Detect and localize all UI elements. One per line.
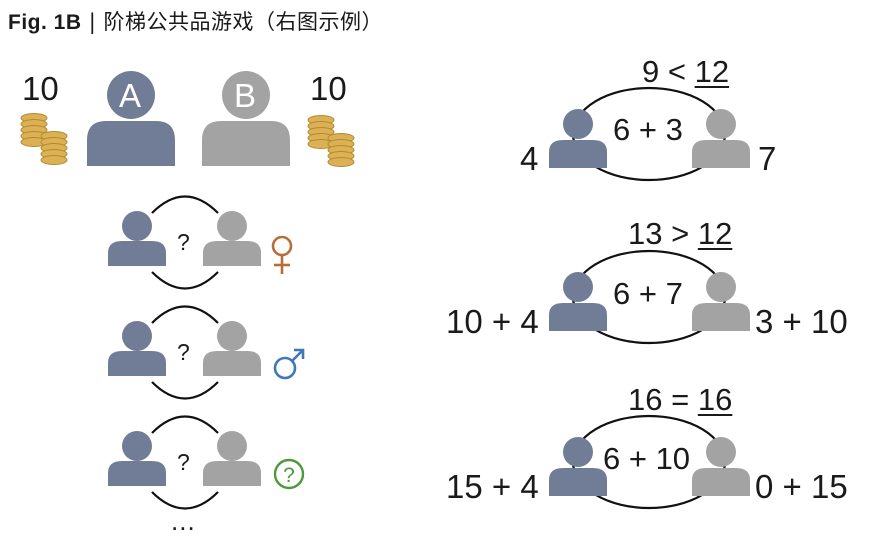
example-3: [549, 414, 750, 510]
title-separator: |: [88, 10, 97, 34]
player-b-icon: [203, 431, 261, 486]
example-3-contributions: 6 + 10: [603, 441, 691, 476]
partner-question-mark: ?: [177, 339, 190, 365]
partner-condition-row: [108, 415, 261, 510]
example-3-payoff-b: 0 + 15: [755, 468, 848, 505]
female-symbol-icon: [271, 235, 293, 274]
threshold-value: 16: [697, 382, 733, 417]
figure-label: Fig. 1B: [8, 11, 82, 34]
partner-question-mark: ?: [177, 229, 190, 255]
comparison-operator: >: [671, 216, 690, 251]
partner-condition-row: [108, 195, 261, 290]
player-a-icon: [108, 431, 166, 486]
coin-stack-icon: [307, 115, 355, 167]
player-b-label: B: [234, 77, 257, 114]
player-a-figure: [87, 71, 175, 166]
svg-text:?: ?: [283, 464, 295, 487]
player-b-icon: [203, 211, 261, 266]
example-2: [549, 249, 750, 345]
example-3-comparison: 16 = 16: [628, 384, 732, 415]
endowment-b: 10: [310, 70, 347, 107]
collective-contribution: 9: [642, 54, 660, 89]
unknown-gender-icon: ?: [273, 458, 305, 490]
player-b-icon: [692, 272, 750, 331]
partner-question-mark: ?: [177, 449, 190, 475]
player-a-icon: [549, 109, 607, 168]
figure-heading: 阶梯公共品游戏（右图示例）: [103, 10, 383, 34]
coin-stack-icon: [20, 113, 68, 165]
collective-contribution: 13: [628, 216, 663, 251]
player-a-icon: [108, 321, 166, 376]
partner-condition-row: [108, 305, 261, 400]
example-1-contributions: 6 + 3: [613, 112, 683, 147]
example-1-payoff-b: 7: [758, 140, 777, 177]
player-b-figure: [202, 71, 290, 166]
player-a-label: A: [119, 77, 142, 114]
collective-contribution: 16: [628, 382, 663, 417]
threshold-value: 12: [697, 216, 733, 251]
threshold-value: 12: [694, 54, 730, 89]
example-1-comparison: 9 < 12: [642, 56, 729, 87]
player-b-icon: [203, 321, 261, 376]
comparison-operator: <: [667, 54, 686, 89]
more-conditions-ellipsis: ...: [171, 506, 196, 536]
example-3-payoff-a: 15 + 4: [446, 468, 539, 505]
figure-title: Fig. 1B | 阶梯公共品游戏（右图示例）: [8, 4, 383, 41]
player-b-icon: [692, 437, 750, 496]
example-2-payoff-b: 3 + 10: [755, 303, 848, 340]
example-1: [549, 86, 750, 182]
endowment-a: 10: [22, 70, 59, 107]
example-1-payoff-a: 4: [520, 140, 539, 177]
comparison-operator: =: [671, 382, 690, 417]
player-a-icon: [549, 437, 607, 496]
example-2-payoff-a: 10 + 4: [446, 303, 539, 340]
example-2-comparison: 13 > 12: [628, 218, 732, 249]
player-a-icon: [549, 272, 607, 331]
male-symbol-icon: [273, 348, 305, 380]
player-a-icon: [108, 211, 166, 266]
player-b-icon: [692, 109, 750, 168]
example-2-contributions: 6 + 7: [613, 276, 683, 311]
